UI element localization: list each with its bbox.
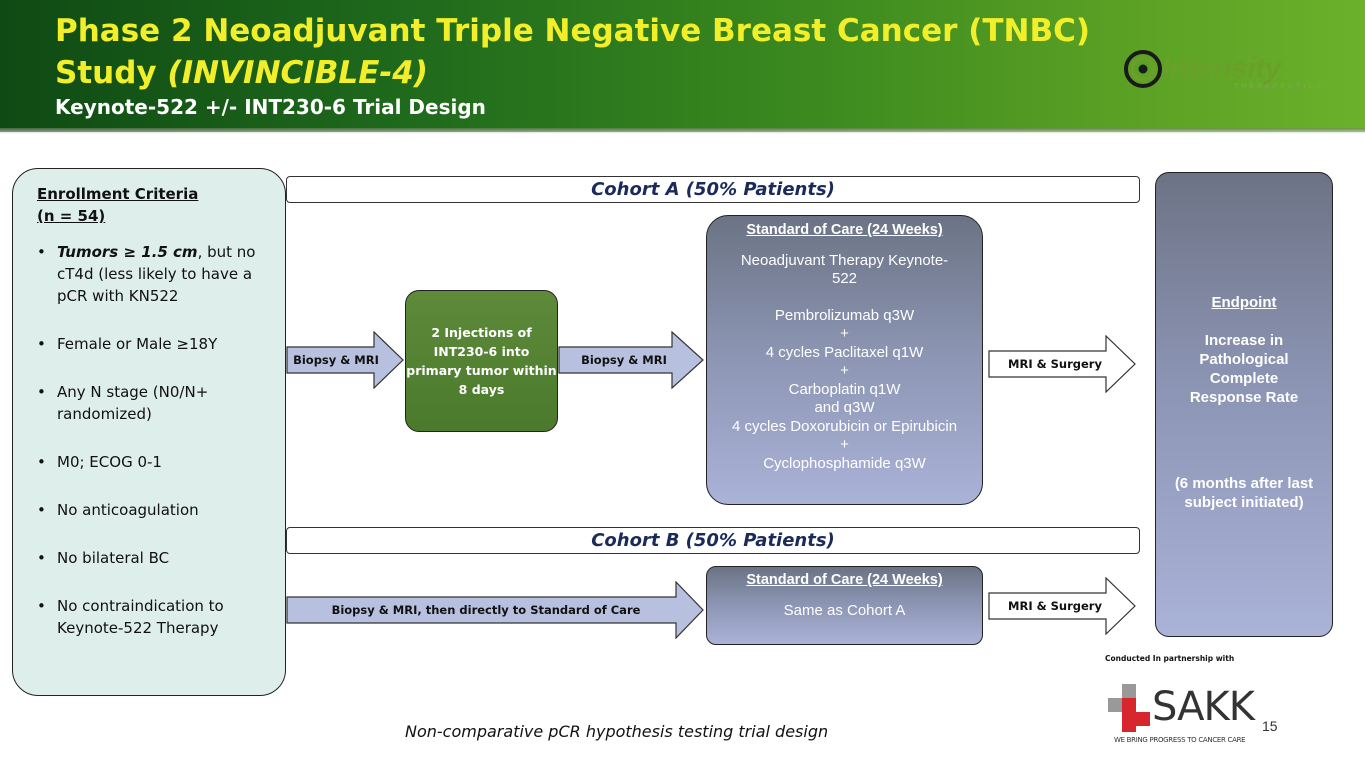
header-shadow <box>0 128 1365 134</box>
enrollment-criteria-box: Enrollment Criteria (n = 54) Tumors ≥ 1.… <box>12 168 286 696</box>
standard-of-care-box-b: Standard of Care (24 Weeks) Same as Coho… <box>706 566 983 645</box>
header-banner <box>0 0 1365 132</box>
arrow-shape <box>286 331 404 389</box>
soc-title: Standard of Care (24 Weeks) <box>746 222 943 238</box>
arrow-mri-surgery-b: MRI & Surgery <box>988 577 1136 635</box>
criteria-list: Tumors ≥ 1.5 cm, but no cT4d (less likel… <box>37 241 269 639</box>
endpoint-text: Increase in Pathological Complete Respon… <box>1189 332 1299 406</box>
enrollment-heading: Enrollment Criteria <box>37 185 199 203</box>
soc-text: Same as Cohort A <box>783 601 906 619</box>
int230-injection-box: 2 Injections of INT230-6 into primary tu… <box>405 290 558 432</box>
sakk-cross-icon <box>1108 684 1150 732</box>
soc-line: Carboplatin q1W <box>788 380 901 398</box>
arrow-biopsy-mri-2: Biopsy & MRI <box>558 331 704 389</box>
arrow-shape <box>988 335 1136 393</box>
arrow-biopsy-mri-direct: Biopsy & MRI, then directly to Standard … <box>286 581 704 639</box>
enrollment-n: (n = 54) <box>37 207 106 225</box>
criteria-item: No anticoagulation <box>37 499 269 521</box>
standard-of-care-box-a: Standard of Care (24 Weeks) Neoadjuvant … <box>706 215 983 505</box>
partner-label: Conducted In partnership with <box>1105 654 1235 663</box>
soc-line: + <box>840 436 849 453</box>
soc-title: Standard of Care (24 Weeks) <box>746 572 943 588</box>
intensity-logo-word: Intensity <box>1162 52 1281 85</box>
endpoint-title: Endpoint <box>1211 294 1277 311</box>
criteria-item: No bilateral BC <box>37 547 269 569</box>
intensity-logo-sub: THERAPEUTICS <box>1234 83 1325 90</box>
soc-line: and q3W <box>814 399 875 416</box>
arrow-biopsy-mri-1: Biopsy & MRI <box>286 331 404 389</box>
cohort-b-title: Cohort B (50% Patients) <box>286 527 1140 554</box>
soc-line: + <box>840 325 849 342</box>
sakk-tagline: WE BRING PROGRESS TO CANCER CARE <box>1114 736 1246 744</box>
slide-title: Phase 2 Neoadjuvant Triple Negative Brea… <box>55 10 1090 94</box>
arrow-mri-surgery-a: MRI & Surgery <box>988 335 1136 393</box>
criteria-item: No contraindication to Keynote-522 Thera… <box>37 595 269 639</box>
soc-line: 522 <box>831 270 858 287</box>
arrow-label: Biopsy & MRI <box>581 353 667 367</box>
intensity-swirl-icon <box>1124 50 1162 88</box>
arrow-shape <box>286 581 704 639</box>
sakk-logo: SAKK WE BRING PROGRESS TO CANCER CARE <box>1100 680 1255 750</box>
soc-line: Neoadjuvant Therapy Keynote- <box>740 251 949 269</box>
arrow-label: Biopsy & MRI <box>293 353 379 367</box>
intensity-logo: Intensity THERAPEUTICS <box>1122 46 1322 102</box>
arrow-label: MRI & Surgery <box>1008 357 1102 371</box>
title-line-1: Phase 2 Neoadjuvant Triple Negative Brea… <box>55 13 1091 49</box>
study-name: (INVINCIBLE-4) <box>167 55 428 91</box>
criteria-item: M0; ECOG 0-1 <box>37 451 269 473</box>
title-line-2: Study (INVINCIBLE-4) <box>55 52 1090 94</box>
endpoint-note: (6 months after last subject initiated) <box>1174 475 1314 511</box>
arrow-label: MRI & Surgery <box>1008 599 1102 613</box>
criteria-item-rest: , but no cT4d (less likely to have a pCR… <box>57 243 256 305</box>
criteria-item-bold: Tumors ≥ 1.5 cm <box>57 243 198 261</box>
soc-line: Cyclophosphamide q3W <box>763 454 926 472</box>
criteria-item: Female or Male ≥18Y <box>37 333 269 355</box>
sakk-logo-word: SAKK <box>1152 684 1255 730</box>
soc-line: + <box>840 362 849 379</box>
arrow-shape <box>558 331 704 389</box>
title-line-2-prefix: Study <box>55 55 168 91</box>
cohort-a-title: Cohort A (50% Patients) <box>286 176 1140 203</box>
arrow-shape <box>988 577 1136 635</box>
criteria-item: Any N stage (N0/N+ randomized) <box>37 381 269 425</box>
endpoint-box: Endpoint Increase in Pathological Comple… <box>1155 172 1333 637</box>
soc-line: Pembrolizumab q3W <box>774 306 915 324</box>
soc-line: 4 cycles Paclitaxel q1W <box>765 343 924 361</box>
arrow-label: Biopsy & MRI, then directly to Standard … <box>331 603 641 617</box>
soc-line: 4 cycles Doxorubicin or Epirubicin <box>731 417 958 435</box>
slide-subtitle: Keynote-522 +/- INT230-6 Trial Design <box>55 95 486 119</box>
footnote: Non-comparative pCR hypothesis testing t… <box>405 722 829 741</box>
page-number: 15 <box>1262 718 1278 734</box>
criteria-item: Tumors ≥ 1.5 cm, but no cT4d (less likel… <box>37 241 269 307</box>
